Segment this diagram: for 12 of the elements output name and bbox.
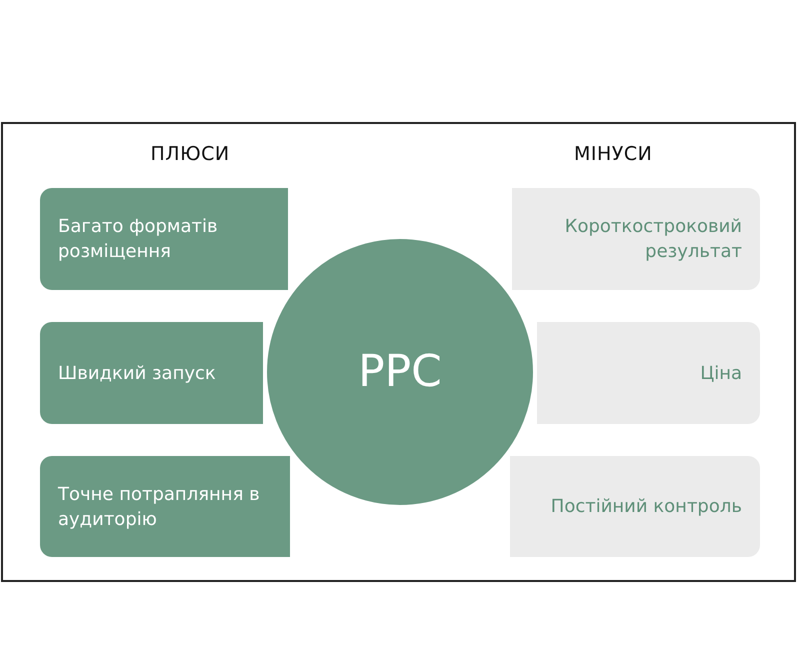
box-label: Швидкий запуск	[58, 362, 216, 386]
column-heading: МІНУСИ	[574, 143, 652, 165]
circle-label: PPC	[358, 347, 442, 397]
advantage-box	[40, 456, 290, 557]
advantage-box	[40, 322, 263, 424]
box-label: Ціна	[700, 362, 742, 386]
box-label: Точне потрапляння в аудиторію	[58, 482, 261, 532]
box-label: Короткостроковий результат	[564, 215, 742, 264]
column-heading: ПЛЮСИ	[150, 143, 230, 165]
box-label: Багато форматів розміщення	[58, 215, 219, 264]
advantage-box	[40, 188, 288, 290]
box-label: Постійний контроль	[550, 495, 742, 519]
